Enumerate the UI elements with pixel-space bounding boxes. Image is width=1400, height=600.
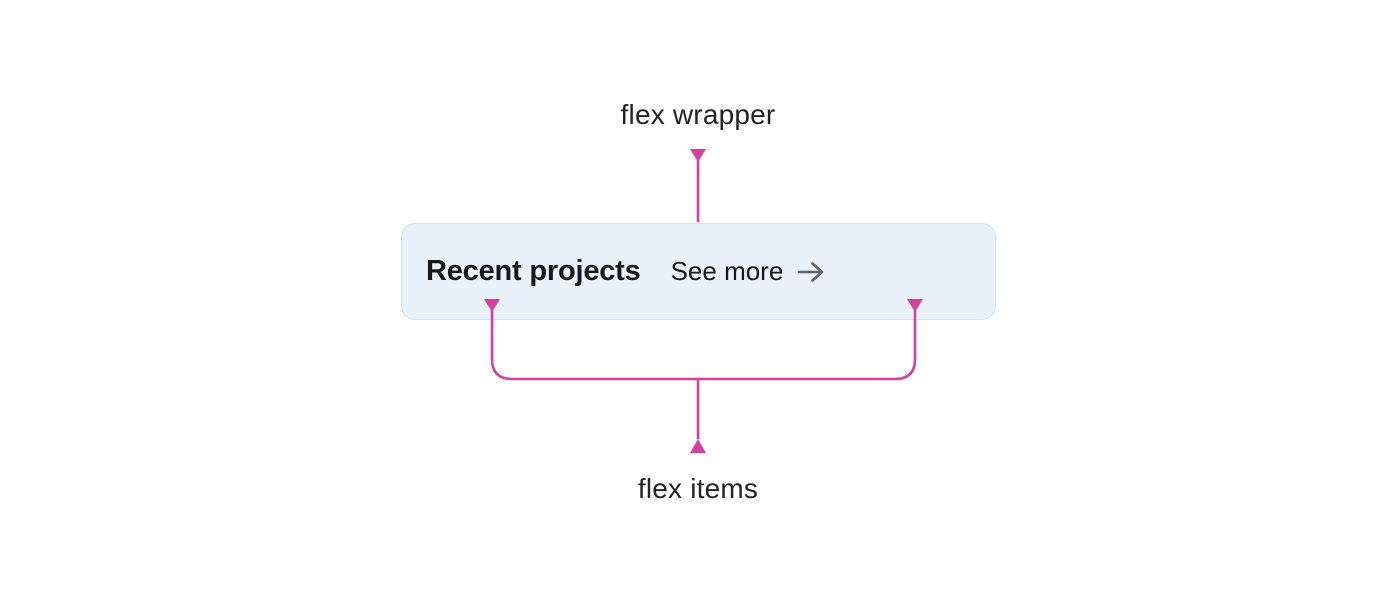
- items-stem-marker: [690, 439, 706, 453]
- flex-wrapper-card: Recent projects See more: [401, 223, 996, 320]
- wrapper-pointer: [690, 149, 706, 222]
- arrow-right-icon: [798, 261, 824, 282]
- see-more-label: See more: [670, 256, 784, 286]
- flex-items-label: flex items: [637, 473, 759, 504]
- card-title: Recent projects: [426, 255, 641, 287]
- see-more-link[interactable]: See more: [671, 256, 827, 287]
- flex-wrapper-label: flex wrapper: [620, 99, 776, 130]
- items-bracket-line: [490, 310, 917, 381]
- wrapper-pointer-marker: [690, 149, 706, 162]
- items-bracket: [484, 299, 923, 453]
